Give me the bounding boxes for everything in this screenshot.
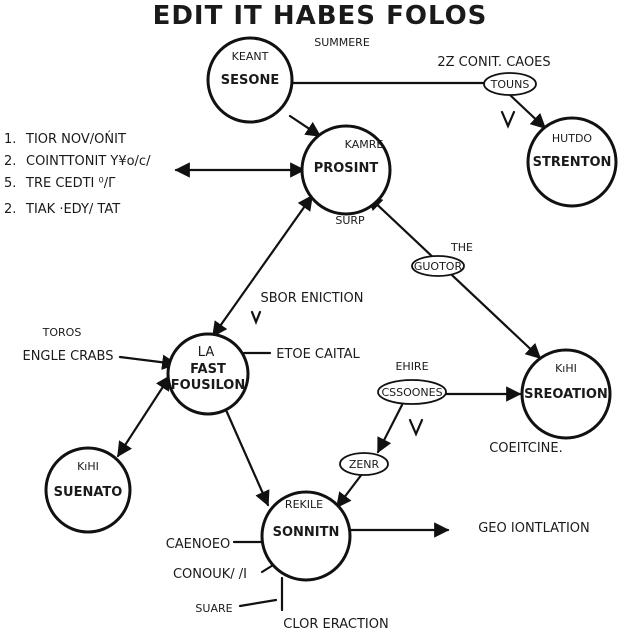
label-coeitcine: COEITCINE. [489, 441, 563, 456]
list-item-2-num: 2. [4, 154, 16, 169]
node-fast-fousilon[interactable]: LA FAST FOUSILON [166, 332, 250, 416]
list-item-3-text: TRE CEDTI ⁰/Γ [25, 176, 116, 191]
node-suenato-top: KıHI [77, 460, 99, 473]
label-ehire: EHIRE [395, 360, 428, 373]
node-sonnitn[interactable]: REKILE SONNITN [260, 490, 352, 582]
edge-suare-sonnitn [238, 598, 278, 608]
list-item-3-num: 5. [4, 176, 16, 191]
diagram-title: EDIT IT HABES FOLOS [153, 1, 488, 31]
pill-zenr-label: ZENR [349, 458, 380, 471]
pill-touns-label: TOUNS [490, 78, 530, 91]
pill-zenr[interactable]: ZENR [339, 452, 389, 476]
free-labels: SUMMERE 2Z CONIT. CAOES SURP THE SBOR EN… [22, 36, 589, 632]
label-engle-crabs: ENGLE CRABS [22, 349, 113, 364]
node-suenato[interactable]: KıHI SUENATO [44, 446, 132, 534]
arrowhead-sbor [250, 310, 262, 325]
pill-touns[interactable]: TOUNS [483, 72, 537, 96]
label-conouk: CONOUK/ /I [173, 567, 247, 582]
node-sreoation[interactable]: KıHI SREOATION [520, 348, 612, 440]
node-sesone[interactable]: KEANT SESONE [206, 36, 294, 124]
node-sonnitn-top: REKILE [285, 498, 323, 511]
node-prosint-top: KAMRE [345, 138, 384, 151]
arrowhead-ehire [408, 418, 424, 437]
pill-guotor-label: GUOTOR [414, 260, 463, 273]
edge-sesone-prosint [288, 114, 322, 138]
list-item-2-text: COINTTONIT Υ¥o/c/ [26, 154, 151, 169]
list-item-4-text: TIAK ·EDY/ TAT [25, 202, 120, 217]
edge-prosint-fast [211, 194, 314, 338]
label-sbor-eniction: SBOR ENICTION [261, 291, 364, 306]
edge-fast-suenato [116, 374, 172, 458]
edge-fast-sonnitn [224, 408, 270, 507]
node-sreoation-label: SREOATION [524, 387, 608, 402]
node-strenton[interactable]: HUTDO STRENTON [526, 116, 618, 208]
edge-cssoones-zenr [376, 403, 404, 454]
edge-prosint-sreoation [366, 194, 542, 360]
label-toros: TOROS [42, 326, 82, 339]
label-caenoeo: CAENOEO [166, 537, 231, 552]
node-strenton-label: STRENTON [533, 155, 612, 170]
edge-touns-strenton [508, 93, 547, 130]
node-sesone-label: SESONE [221, 73, 279, 88]
pill-cssoones[interactable]: CSSOONES [377, 379, 447, 405]
label-the: THE [450, 241, 473, 254]
arrowhead-touns-down [500, 110, 516, 129]
list-item-4-num: 2. [4, 202, 16, 217]
label-summere: SUMMERE [314, 36, 370, 49]
label-surp: SURP [335, 214, 365, 227]
node-suenato-label: SUENATO [54, 485, 123, 500]
node-sesone-top: KEANT [232, 50, 269, 63]
edge-englecrabs-fast [118, 354, 178, 370]
node-prosint[interactable]: KAMRE PROSINT [300, 124, 392, 216]
node-fast-top: LA [198, 345, 215, 360]
label-etoe-caital: ETOE CAITAL [276, 347, 360, 362]
list-item-1-num: 1. [4, 132, 16, 147]
edges [116, 81, 547, 612]
node-prosint-label: PROSINT [314, 161, 379, 176]
node-sonnitn-label: SONNITN [273, 525, 340, 540]
label-clor-eraction: CLOR ERACTION [283, 617, 388, 632]
label-cont-caoes: 2Z CONIT. CAOES [437, 55, 550, 70]
list-item-1-text: TIOR NOV/OŃIT [25, 131, 126, 147]
node-fast-mid: FAST [190, 362, 226, 377]
node-strenton-top: HUTDO [552, 132, 593, 145]
node-fast-label: FOUSILON [171, 378, 245, 393]
pill-cssoones-label: CSSOONES [381, 386, 442, 399]
label-geo-iontlation: GEO IONTLATION [478, 521, 590, 536]
pill-guotor[interactable]: GUOTOR [411, 255, 465, 277]
edge-zenr-sonnitn [335, 472, 364, 509]
numbered-list: 1. TIOR NOV/OŃIT 2. COINTTONIT Υ¥o/c/ 5.… [4, 131, 151, 217]
node-sreoation-top: KıHI [555, 362, 577, 375]
label-suare: SUARE [195, 602, 232, 615]
